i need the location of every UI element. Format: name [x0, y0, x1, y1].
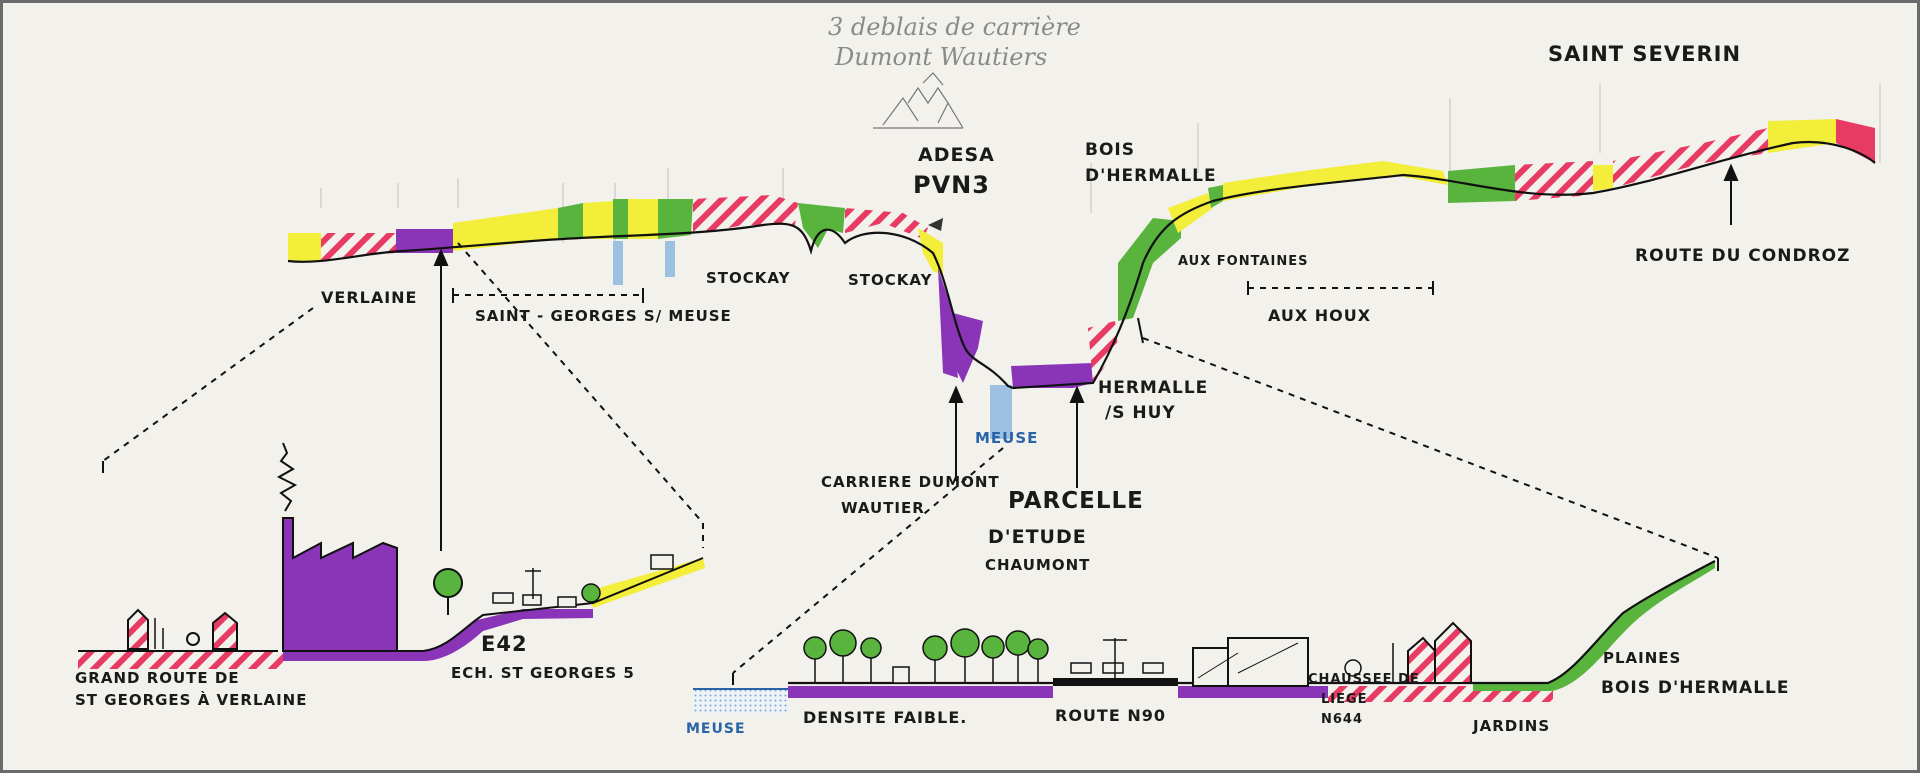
band-pink-hermalle	[1088, 321, 1118, 383]
sketch-sheet: 3 deblais de carrière Dumont Wautiers SA…	[3, 3, 1917, 770]
left-yellow-slope	[588, 558, 705, 608]
water-drip-meuse	[990, 385, 1012, 439]
label-meuse-center: MEUSE	[975, 429, 1038, 447]
label-parcelle: PARCELLE	[1008, 488, 1144, 514]
band-yellow-3	[628, 199, 658, 239]
label-hermalle-huy: /S HUY	[1105, 403, 1176, 423]
top-ground-line	[287, 140, 1876, 390]
dashed-leaders	[102, 242, 1719, 674]
band-purple-verlaine	[396, 229, 453, 253]
band-purple-carriere	[938, 268, 983, 383]
left-road-hatch	[78, 651, 283, 669]
label-saint-severin: SAINT SEVERIN	[1548, 42, 1741, 66]
left-detail-section	[78, 442, 705, 669]
factory-icon	[282, 517, 398, 652]
tree-icon-green	[433, 568, 463, 598]
car-icon-2	[522, 594, 542, 606]
label-verlaine: VERLAINE	[321, 288, 417, 307]
band-yellow-fontaines	[1168, 193, 1213, 233]
house-icon-2	[212, 611, 238, 650]
band-purple-parcelle	[1011, 363, 1093, 388]
car-icon-1	[492, 592, 514, 604]
label-jardins: JARDINS	[1472, 717, 1550, 735]
band-yellow-2	[583, 201, 613, 239]
label-carriere: CARRIERE DUMONT	[821, 473, 1000, 491]
left-purple-band	[283, 609, 593, 661]
water-drip-1	[613, 241, 623, 285]
label-n644: N644	[1321, 712, 1363, 727]
house-icon-1	[127, 608, 149, 650]
band-pink-3	[845, 208, 928, 239]
arrows	[433, 163, 1739, 551]
smoke-icon	[276, 442, 298, 512]
top-profile-bands	[288, 119, 1875, 439]
pencil-note-line2: Dumont Wautiers	[834, 43, 1047, 71]
label-plaines: PLAINES	[1603, 649, 1681, 667]
band-green-4	[798, 203, 845, 248]
band-pink-end	[1836, 119, 1875, 163]
label-liege: LIEGE	[1321, 692, 1368, 707]
band-green-2	[613, 199, 628, 239]
adesa-marker-icon	[928, 218, 943, 231]
label-densite-faible: DENSITE FAIBLE.	[803, 708, 967, 727]
truck-icon	[650, 554, 674, 570]
band-yellow-mid2	[1593, 165, 1613, 191]
label-d-hermalle: D'HERMALLE	[1085, 166, 1217, 186]
label-chaumont: CHAUMONT	[985, 556, 1090, 574]
label-bois: BOIS	[1085, 140, 1135, 160]
band-yellow-start	[288, 233, 321, 263]
cars-n90-icon	[1070, 662, 1164, 674]
tree-canopy-icon	[803, 628, 1049, 661]
band-yellow-1	[453, 208, 558, 251]
trees-sketch-icon	[873, 72, 964, 129]
label-d-etude: D'ETUDE	[988, 526, 1087, 548]
label-meuse-bottom: MEUSE	[686, 721, 746, 737]
label-grand-route-1: GRAND ROUTE DE	[75, 669, 240, 687]
label-saint-georges: SAINT - GEORGES S/ MEUSE	[475, 307, 732, 325]
label-ech-st-georges: ECH. ST GEORGES 5	[451, 664, 635, 682]
water-drip-2	[665, 241, 675, 277]
car-icon-3	[557, 596, 577, 608]
band-pink-mid	[1515, 161, 1593, 201]
small-house-icon	[892, 666, 910, 684]
tree-icon-green-2	[581, 583, 601, 603]
house-icon-3	[1407, 636, 1436, 684]
label-stockay-2: STOCKAY	[848, 271, 933, 289]
label-pvn3: PVN3	[913, 171, 990, 199]
band-green-1	[558, 203, 583, 239]
label-wautier: WAUTIER	[841, 499, 925, 517]
label-chaussee: CHAUSSEE DE	[1308, 672, 1420, 687]
label-e42: E42	[481, 632, 528, 656]
band-pink-verlaine	[321, 233, 396, 261]
label-aux-fontaines: AUX FONTAINES	[1178, 254, 1308, 269]
label-route-n90: ROUTE N90	[1055, 706, 1166, 725]
dashed-end-ticks	[102, 281, 1719, 685]
tree-icon-small-2	[1344, 659, 1362, 677]
label-adesa: ADESA	[918, 144, 995, 166]
band-green-bois	[1118, 218, 1181, 321]
band-pink-2	[693, 195, 798, 235]
bottom-detail-section	[693, 560, 1716, 713]
band-green-mid	[1448, 165, 1515, 203]
band-yellow-right	[1768, 119, 1836, 153]
landscape-section-drawing: 3 deblais de carrière Dumont Wautiers SA…	[75, 13, 1881, 737]
label-stockay-1: STOCKAY	[706, 269, 791, 287]
band-green-3	[658, 199, 693, 239]
label-route-du-condroz: ROUTE DU CONDROZ	[1635, 246, 1850, 266]
band-pink-right	[1613, 128, 1768, 188]
pencil-note-line1: 3 deblais de carrière	[828, 13, 1081, 41]
building-icon-2	[1227, 637, 1309, 687]
band-yellow-mid	[1223, 161, 1448, 201]
label-hermalle: HERMALLE	[1098, 378, 1208, 398]
house-icon-4	[1434, 621, 1472, 684]
label-grand-route-2: ST GEORGES À VERLAINE	[75, 690, 308, 709]
tree-icon-small	[186, 632, 200, 646]
meuse-water	[693, 688, 788, 713]
label-aux-houx: AUX HOUX	[1268, 306, 1371, 325]
purple-band-densite	[788, 686, 1053, 698]
label-bois-hermalle-bottom: BOIS D'HERMALLE	[1601, 678, 1790, 698]
purple-band-n90	[1178, 686, 1328, 698]
